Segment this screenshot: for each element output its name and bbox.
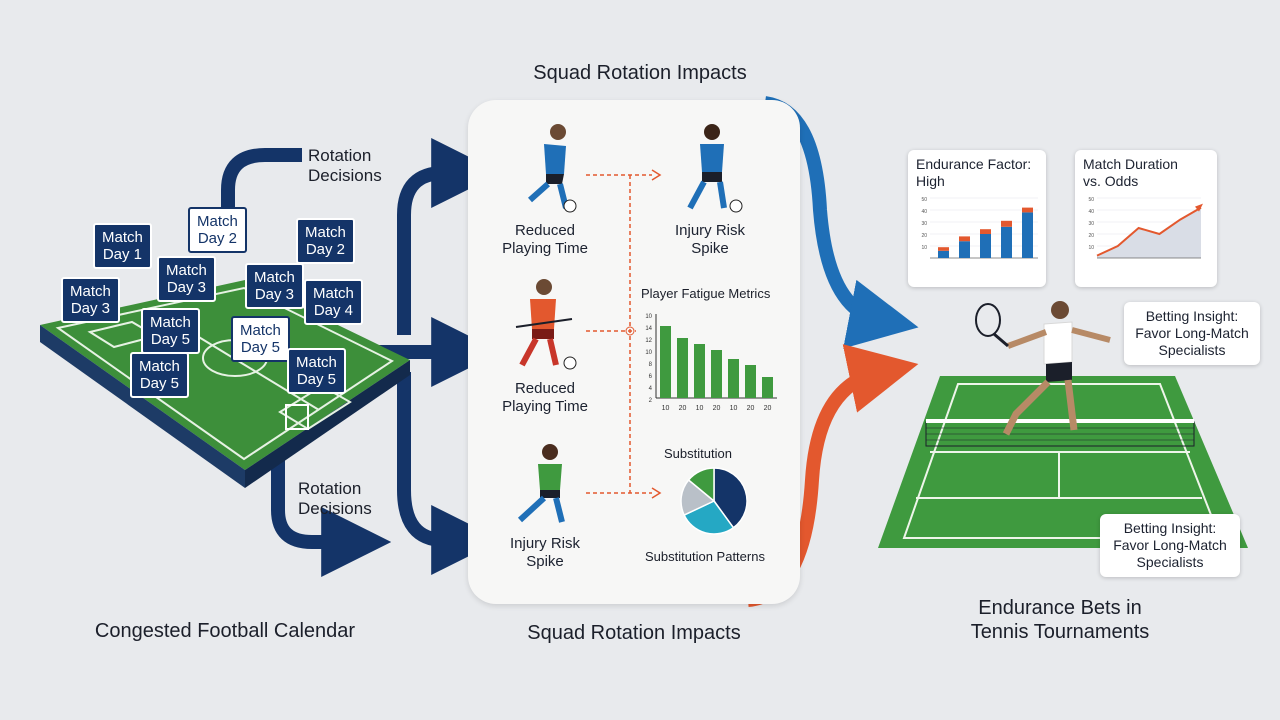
endurance-bar bbox=[959, 241, 970, 258]
fatigue-y-tick: 8 bbox=[649, 362, 653, 368]
betting-insight-2: Betting Insight: Favor Long-Match Specia… bbox=[1100, 514, 1240, 577]
fatigue-x-tick: 20 bbox=[713, 405, 721, 412]
fatigue-bar bbox=[694, 344, 705, 398]
match-day-tag-4: Match Day 4 bbox=[304, 279, 363, 325]
duration-title: Match Duration vs. Odds bbox=[1083, 156, 1178, 189]
duration-y-tick: 30 bbox=[1088, 221, 1094, 227]
caption-squad-rotation: Squad Rotation Impacts bbox=[527, 622, 741, 644]
endurance-bar bbox=[938, 250, 949, 258]
dashed-connectors bbox=[586, 169, 662, 499]
endurance-bar-top bbox=[1001, 220, 1012, 227]
endurance-bar bbox=[1022, 212, 1033, 258]
duration-y-tick: 10 bbox=[1088, 245, 1094, 251]
fatigue-y-tick: 2 bbox=[649, 398, 653, 404]
fatigue-x-tick: 10 bbox=[662, 405, 670, 412]
pie-slice bbox=[713, 467, 748, 529]
fatigue-chart-title: Player Fatigue Metrics bbox=[641, 286, 771, 301]
fatigue-bar bbox=[762, 377, 773, 398]
match-day-tag-5d: Match Day 5 bbox=[130, 352, 189, 398]
fatigue-x-tick: 20 bbox=[764, 405, 772, 412]
tennis-court bbox=[878, 376, 1248, 548]
player-icon-2 bbox=[687, 124, 743, 213]
match-day-tag-3b: Match Day 3 bbox=[245, 263, 304, 309]
match-day-tag-2: Match Day 2 bbox=[188, 207, 247, 253]
fatigue-y-tick: 14 bbox=[645, 326, 652, 332]
endurance-bar bbox=[980, 234, 991, 258]
match-day-tag-2b: Match Day 2 bbox=[296, 218, 355, 264]
fatigue-x-tick: 10 bbox=[730, 405, 738, 412]
duration-y-tick: 20 bbox=[1088, 233, 1094, 239]
betting-insight-1: Betting Insight: Favor Long-Match Specia… bbox=[1124, 302, 1260, 365]
fatigue-bar-chart: 10 14 12 10 8 6 4 2 10 20 10 20 10 20 20 bbox=[645, 314, 777, 412]
fatigue-x-tick: 20 bbox=[747, 405, 755, 412]
endurance-y-tick: 40 bbox=[921, 209, 927, 215]
tennis-player-icon bbox=[975, 301, 1111, 436]
label-injury-risk-2: Injury Risk Spike bbox=[509, 535, 580, 570]
fatigue-y-tick: 6 bbox=[649, 374, 653, 380]
rotation-decisions-top: Rotation Decisions bbox=[308, 146, 382, 185]
fatigue-bar bbox=[660, 326, 671, 398]
fatigue-y-tick: 10 bbox=[645, 314, 652, 320]
match-day-tag-5b: Match Day 5 bbox=[231, 316, 290, 362]
endurance-y-tick: 20 bbox=[921, 233, 927, 239]
caption-calendar: Congested Football Calendar bbox=[94, 620, 356, 642]
arrow-rotation-top bbox=[221, 148, 302, 235]
substitution-caption: Substitution Patterns bbox=[645, 549, 765, 564]
endurance-bar-top bbox=[938, 247, 949, 251]
match-day-tag-3: Match Day 3 bbox=[157, 256, 216, 302]
fatigue-bar bbox=[711, 350, 722, 398]
match-day-tag-3c: Match Day 3 bbox=[61, 277, 120, 323]
top-title: Squad Rotation Impacts bbox=[533, 62, 747, 84]
label-reduced-playing-time-1: Reduced Playing Time bbox=[502, 222, 588, 257]
label-injury-risk-1: Injury Risk Spike bbox=[674, 222, 745, 257]
endurance-bar-top bbox=[959, 236, 970, 242]
duration-arrow-head bbox=[1195, 203, 1203, 212]
endurance-y-tick: 30 bbox=[921, 221, 927, 227]
endurance-y-tick: 50 bbox=[921, 197, 927, 203]
fatigue-bar bbox=[745, 365, 756, 398]
fatigue-y-tick: 12 bbox=[645, 338, 652, 344]
match-day-tag-5: Match Day 5 bbox=[141, 308, 200, 354]
substitution-pie-chart bbox=[680, 467, 748, 535]
endurance-card: Endurance Factor: High 50 40 30 20 10 bbox=[908, 150, 1046, 287]
label-reduced-playing-time-2: Reduced Playing Time bbox=[502, 380, 588, 415]
arrow-rotation-bottom bbox=[271, 455, 392, 577]
endurance-bar-top bbox=[980, 229, 991, 234]
substitution-title: Substitution bbox=[664, 446, 732, 461]
endurance-bar bbox=[1001, 226, 1012, 258]
duration-card: Match Duration vs. Odds 50 40 30 20 10 bbox=[1075, 150, 1217, 287]
fatigue-bar bbox=[728, 359, 739, 398]
endurance-y-tick: 10 bbox=[921, 245, 927, 251]
match-day-tag-1: Match Day 1 bbox=[93, 223, 152, 269]
match-day-tag-5c: Match Day 5 bbox=[287, 348, 346, 394]
endurance-bar-chart: 50 40 30 20 10 bbox=[921, 197, 1040, 259]
player-icon-4 bbox=[517, 444, 565, 523]
duration-area bbox=[1097, 207, 1201, 258]
duration-line bbox=[1096, 206, 1202, 257]
arrow-to-panel-bottom bbox=[397, 372, 502, 575]
duration-line-chart: 50 40 30 20 10 bbox=[1088, 197, 1203, 259]
pie-slice bbox=[687, 467, 715, 503]
fatigue-y-tick: 10 bbox=[645, 350, 652, 356]
fatigue-x-tick: 10 bbox=[696, 405, 704, 412]
rotation-decisions-bottom: Rotation Decisions bbox=[298, 479, 372, 518]
pie-slice bbox=[683, 500, 735, 535]
arrow-to-panel-top bbox=[397, 138, 502, 335]
player-icon-1 bbox=[528, 124, 577, 213]
duration-y-tick: 40 bbox=[1088, 209, 1094, 215]
endurance-title: Endurance Factor: High bbox=[916, 156, 1032, 189]
football-pitch bbox=[40, 280, 410, 488]
fatigue-y-tick: 4 bbox=[649, 386, 653, 392]
endurance-bar-top bbox=[1022, 207, 1033, 213]
player-icon-3 bbox=[515, 279, 577, 370]
caption-tennis: Endurance Bets in Tennis Tournaments bbox=[970, 597, 1150, 643]
fatigue-x-tick: 20 bbox=[679, 405, 687, 412]
fatigue-bar bbox=[677, 338, 688, 398]
duration-y-tick: 50 bbox=[1088, 197, 1094, 203]
